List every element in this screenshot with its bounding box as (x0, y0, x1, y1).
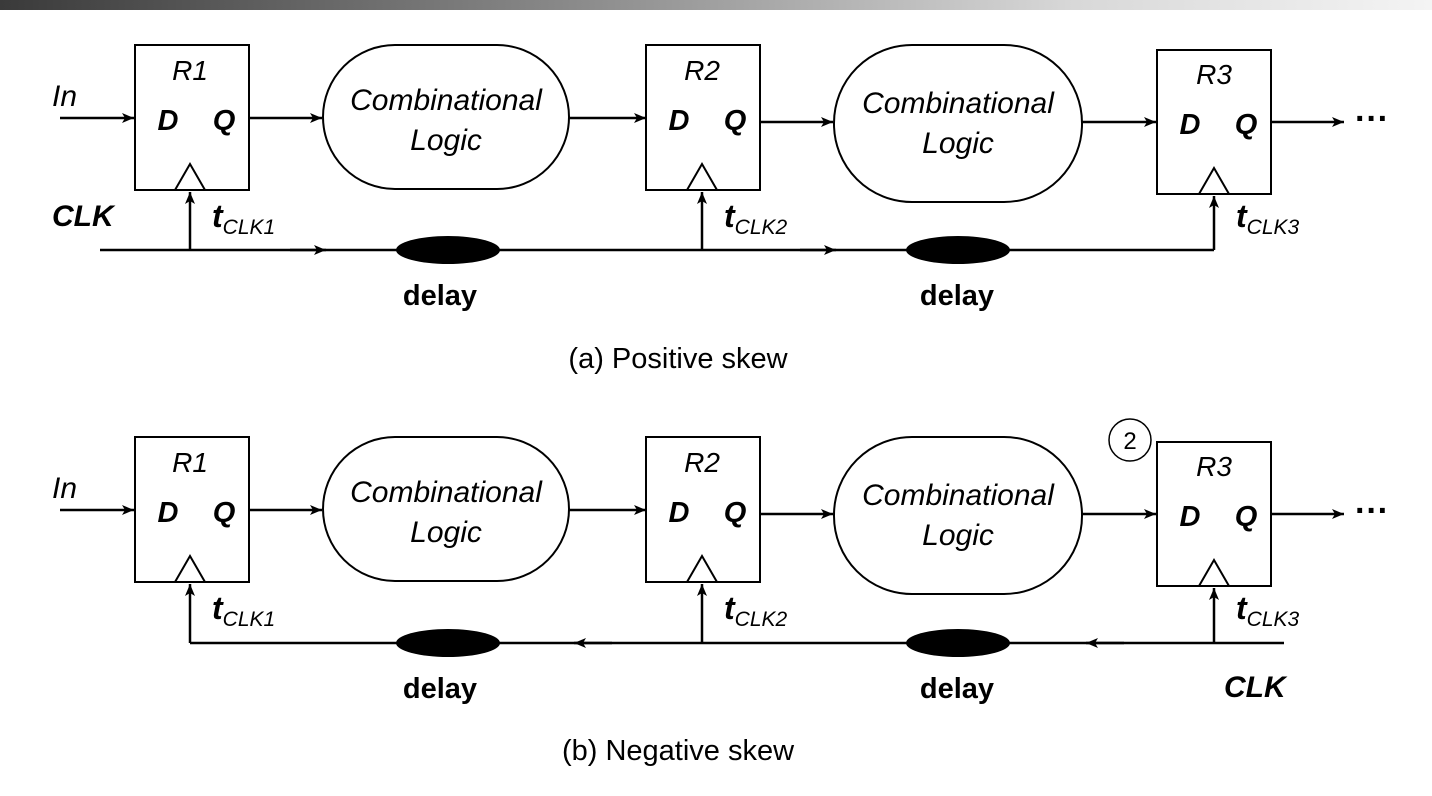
clock-time-label: tCLK2 (724, 590, 788, 631)
clock-input-triangle (685, 161, 719, 191)
register-q-port: Q (1235, 501, 1258, 533)
delay-element (396, 629, 500, 657)
clock-time-label: tCLK1 (212, 198, 275, 239)
caption: (a) Positive skew (568, 343, 788, 375)
clock-time-label: tCLK3 (1236, 198, 1300, 239)
logic-label-line2: Logic (922, 519, 994, 552)
clock-label: CLK (1224, 671, 1288, 704)
register-r2: R2 D Q (645, 436, 761, 583)
register-name: R2 (684, 55, 720, 86)
delay-label: delay (920, 673, 994, 705)
combinational-logic-block (833, 44, 1083, 203)
register-name: R3 (1196, 451, 1232, 482)
clock-input-triangle (685, 553, 719, 583)
register-r1: R1 D Q (134, 436, 250, 583)
diagram-positive-skew: delay delay Combinational Logic Combinat… (52, 44, 1389, 375)
clock-time-label: tCLK2 (724, 198, 788, 239)
register-d-port: D (669, 497, 690, 529)
logic-label-line1: Combinational (350, 476, 543, 509)
input-label: In (52, 472, 77, 505)
caption: (b) Negative skew (562, 735, 795, 767)
logic-label-line2: Logic (922, 127, 994, 160)
clock-input-triangle (1197, 165, 1231, 195)
register-name: R3 (1196, 59, 1232, 90)
delay-label: delay (403, 280, 477, 312)
delay-element (396, 236, 500, 264)
register-name: R1 (172, 55, 208, 86)
logic-label-line1: Combinational (350, 84, 543, 117)
delay-label: delay (920, 280, 994, 312)
delay-element (906, 236, 1010, 264)
register-r3: R3 D Q (1156, 441, 1272, 587)
continuation-dots: ··· (1355, 100, 1389, 138)
step-marker-label: 2 (1123, 428, 1136, 455)
register-d-port: D (1180, 109, 1201, 141)
clock-label: CLK (52, 200, 116, 233)
clock-time-label: tCLK3 (1236, 590, 1300, 631)
logic-label-line2: Logic (410, 124, 482, 157)
delay-element (906, 629, 1010, 657)
register-r3: R3 D Q (1156, 49, 1272, 195)
clock-time-label: tCLK1 (212, 590, 275, 631)
combinational-logic-block (833, 436, 1083, 595)
continuation-dots: ··· (1355, 492, 1389, 530)
register-q-port: Q (213, 497, 236, 529)
delay-label: delay (403, 673, 477, 705)
logic-label-line1: Combinational (862, 87, 1055, 120)
register-d-port: D (1180, 501, 1201, 533)
header-gradient-bar (0, 0, 1432, 10)
register-q-port: Q (213, 105, 236, 137)
register-name: R1 (172, 447, 208, 478)
logic-label-line1: Combinational (862, 479, 1055, 512)
clock-input-triangle (173, 161, 207, 191)
register-r2: R2 D Q (645, 44, 761, 191)
logic-label-line2: Logic (410, 516, 482, 549)
input-label: In (52, 80, 77, 113)
register-q-port: Q (724, 497, 747, 529)
combinational-logic-block (322, 44, 570, 190)
register-q-port: Q (1235, 109, 1258, 141)
clock-input-triangle (173, 553, 207, 583)
register-d-port: D (669, 105, 690, 137)
register-d-port: D (158, 497, 179, 529)
register-q-port: Q (724, 105, 747, 137)
register-r1: R1 D Q (134, 44, 250, 191)
register-name: R2 (684, 447, 720, 478)
register-d-port: D (158, 105, 179, 137)
step-marker-circle (1108, 418, 1152, 462)
diagram-negative-skew: delay delay Combinational Logic Combinat… (52, 418, 1389, 767)
combinational-logic-block (322, 436, 570, 582)
clock-input-triangle (1197, 557, 1231, 587)
